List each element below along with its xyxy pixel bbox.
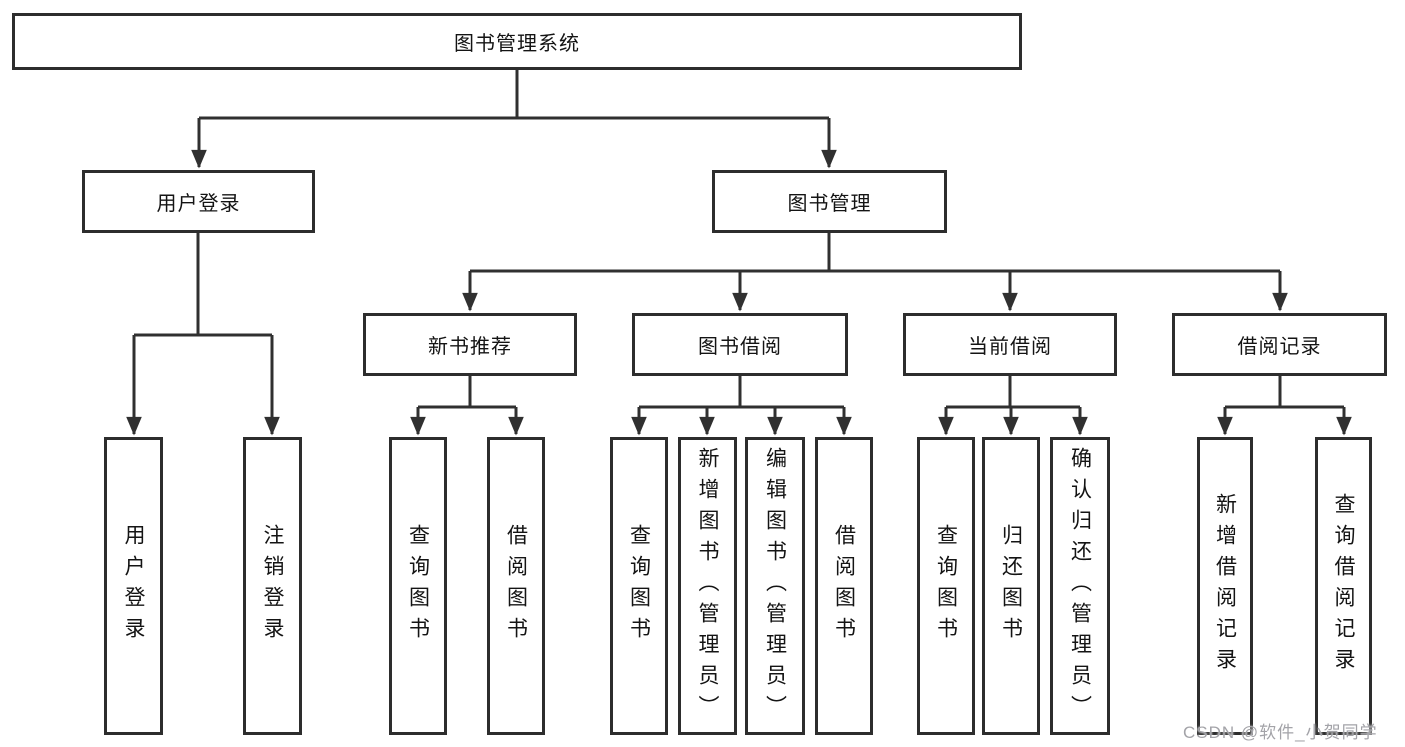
connector-book-borrow-children	[631, 376, 852, 436]
leaf-add-borrow-record: 新增借阅记录	[1197, 437, 1253, 735]
leaf-return-book-label: 归还图书	[999, 524, 1023, 648]
connector-borrow-record-children	[1217, 376, 1352, 436]
connector-current-borrow-children	[938, 376, 1088, 436]
watermark: CSDN @软件_小贺同学	[1183, 723, 1378, 742]
connector-book-mgmt-children	[462, 233, 1288, 312]
leaf-recommend-query-book: 查询图书	[389, 437, 447, 735]
leaf-current-query-book: 查询图书	[917, 437, 975, 735]
leaf-query-borrow-record-label: 查询借阅记录	[1332, 493, 1355, 679]
node-book-borrow: 图书借阅	[632, 313, 848, 376]
node-root: 图书管理系统	[12, 13, 1022, 70]
node-current-borrow: 当前借阅	[903, 313, 1117, 376]
connector-new-book-children	[410, 376, 524, 436]
leaf-query-borrow-record: 查询借阅记录	[1315, 437, 1372, 735]
leaf-add-book-admin-label: 新增图书（管理员）	[696, 446, 719, 726]
leaf-user-login: 用户登录	[104, 437, 163, 735]
leaf-user-login-label: 用户登录	[122, 524, 145, 648]
leaf-recommend-query-book-label: 查询图书	[406, 524, 430, 648]
leaf-confirm-return-admin-label: 确认归还（管理员）	[1068, 446, 1092, 726]
leaf-borrow-query-book-label: 查询图书	[627, 524, 651, 648]
leaf-add-book-admin: 新增图书（管理员）	[678, 437, 737, 735]
connector-root-to-level2	[191, 69, 837, 169]
leaf-edit-book-admin: 编辑图书（管理员）	[745, 437, 805, 735]
node-new-book-recommend: 新书推荐	[363, 313, 577, 376]
leaf-edit-book-admin-label: 编辑图书（管理员）	[763, 446, 787, 726]
leaf-return-book: 归还图书	[982, 437, 1040, 735]
connector-user-login-children	[126, 233, 280, 436]
leaf-confirm-return-admin: 确认归还（管理员）	[1050, 437, 1110, 735]
leaf-add-borrow-record-label: 新增借阅记录	[1213, 493, 1237, 679]
leaf-recommend-borrow-book-label: 借阅图书	[504, 524, 528, 648]
leaf-logout: 注销登录	[243, 437, 302, 735]
leaf-borrow-query-book: 查询图书	[610, 437, 668, 735]
leaf-recommend-borrow-book: 借阅图书	[487, 437, 545, 735]
node-user-login: 用户登录	[82, 170, 315, 233]
leaf-borrow-book-label: 借阅图书	[832, 524, 856, 648]
node-borrow-record: 借阅记录	[1172, 313, 1387, 376]
node-book-management: 图书管理	[712, 170, 947, 233]
leaf-logout-label: 注销登录	[261, 524, 284, 648]
leaf-borrow-book: 借阅图书	[815, 437, 873, 735]
leaf-current-query-book-label: 查询图书	[934, 524, 958, 648]
